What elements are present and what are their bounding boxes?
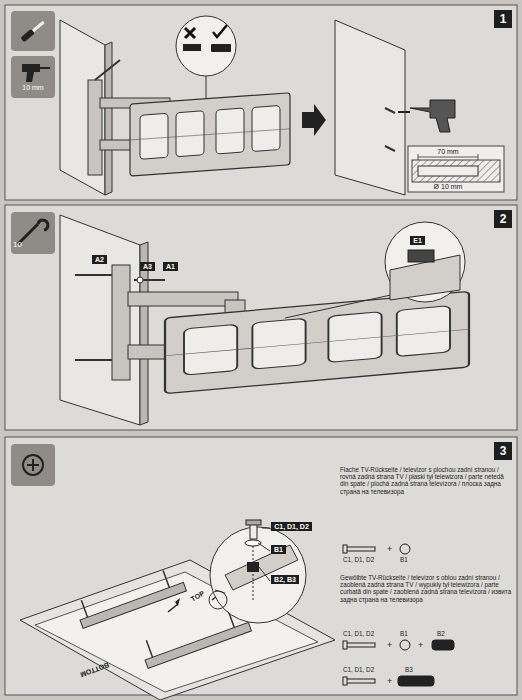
note-text: Flache TV-Rückseite / televizor s plocho…	[340, 466, 512, 495]
label-text: C1, D1, D2	[343, 556, 383, 563]
screwdriver-icon	[11, 11, 55, 51]
step-number: 1	[494, 10, 512, 28]
tag-text: B1	[274, 546, 283, 553]
part-tag: B1	[271, 545, 286, 554]
label-text: BOTTOM	[70, 660, 110, 681]
part-tag: B2, B3	[271, 575, 299, 584]
tag-text: B2, B3	[274, 576, 296, 583]
svg-text:+: +	[418, 640, 423, 650]
svg-text:+: +	[387, 640, 392, 650]
label-text: 10	[13, 240, 29, 249]
label-text: C1, D1, D2	[343, 630, 383, 637]
part-tag: E1	[410, 236, 425, 245]
step-number: 2	[494, 210, 512, 228]
label-text: TOP	[190, 585, 215, 604]
label-text: B1	[400, 556, 420, 563]
part-tag: A2	[92, 255, 107, 264]
part-tag: C1, D1, D2	[271, 522, 312, 531]
part-tag: A1	[163, 262, 178, 271]
tag-text: A3	[143, 263, 152, 270]
step-number: 3	[494, 442, 512, 460]
label-text: B2	[437, 630, 457, 637]
label-text: 70 mm	[428, 148, 468, 156]
tag-text: 1	[500, 12, 507, 26]
tag-text: 3	[500, 444, 507, 458]
screwdriver-icon	[11, 444, 55, 486]
label-text: 10 mm	[13, 84, 53, 92]
label-text: B1	[400, 630, 420, 637]
wrench-icon	[11, 212, 55, 254]
note-text: Gewölbte TV-Rückseite / televizor s oblo…	[340, 574, 512, 603]
label-text: C1, D1, D2	[343, 666, 383, 673]
drill-icon	[11, 56, 55, 98]
part-tag: A3	[140, 262, 155, 271]
tag-text: 2	[500, 212, 507, 226]
label-text: Ø 10 mm	[428, 183, 468, 191]
tag-text: A2	[95, 256, 104, 263]
label-text: B3	[405, 666, 425, 673]
svg-text:+: +	[387, 544, 392, 554]
tag-text: A1	[166, 263, 175, 270]
svg-text:+: +	[387, 676, 392, 686]
tag-text: E1	[413, 237, 422, 244]
tag-text: C1, D1, D2	[274, 523, 309, 530]
